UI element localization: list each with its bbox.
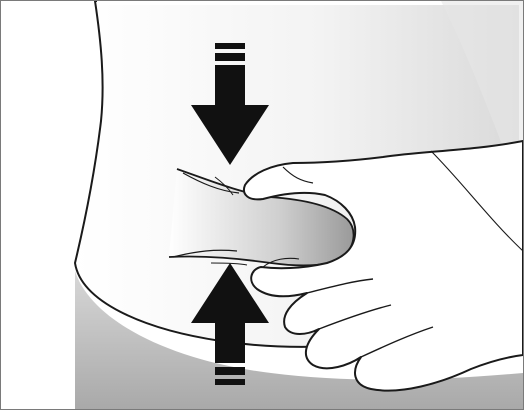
illustration-frame	[0, 0, 524, 410]
abdomen-pinch-illustration	[1, 1, 523, 409]
